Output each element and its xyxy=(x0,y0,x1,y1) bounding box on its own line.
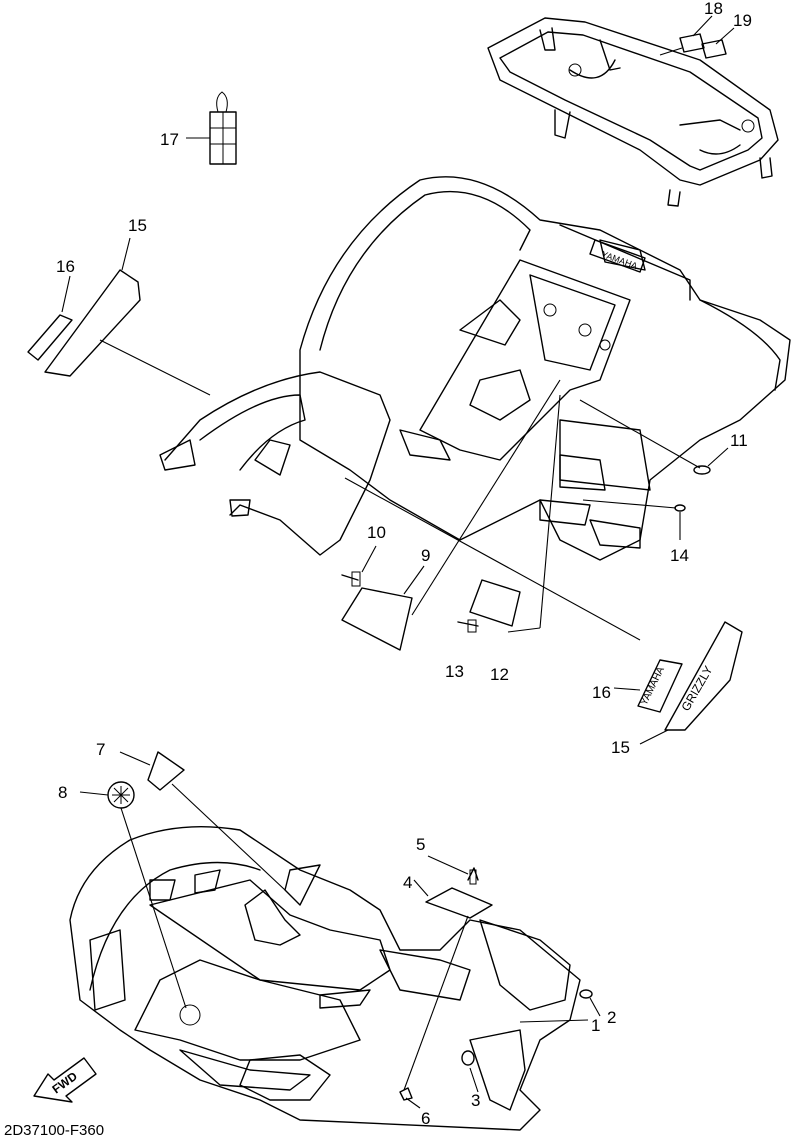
hang-tag xyxy=(186,91,237,165)
callout-10: 10 xyxy=(367,523,386,542)
rear-decal-right xyxy=(613,621,743,745)
fwd-arrow-text: FWD xyxy=(50,1069,81,1097)
front-leader-lines xyxy=(79,751,601,1109)
callout-1: 1 xyxy=(591,1016,601,1035)
callout-5: 5 xyxy=(416,835,426,854)
callout-17: 17 xyxy=(160,130,179,149)
rear-decal-left xyxy=(27,237,141,377)
fender-brand-plate: YAMAHA xyxy=(600,249,639,271)
callout-4: 4 xyxy=(403,873,413,892)
rear-carrier-rack xyxy=(487,17,779,207)
rear-fender xyxy=(299,176,791,561)
callout-18: 18 xyxy=(704,0,723,18)
diagram-code: 2D37100-F360 xyxy=(4,1122,105,1139)
callout-15-upper: 15 xyxy=(128,216,147,235)
fwd-arrow xyxy=(33,1057,97,1103)
callout-13: 13 xyxy=(445,662,464,681)
callout-15-lower: 15 xyxy=(611,738,630,757)
callout-16-upper: 16 xyxy=(56,257,75,276)
callout-11: 11 xyxy=(730,431,748,450)
callout-3: 3 xyxy=(471,1091,481,1110)
rack-labels xyxy=(659,15,735,59)
callout-16-lower: 16 xyxy=(592,683,611,702)
rear-decal-model: GRIZZLY xyxy=(678,663,715,713)
callout-19: 19 xyxy=(733,11,752,30)
callout-14: 14 xyxy=(670,546,689,565)
callout-9: 9 xyxy=(421,546,431,565)
callout-6: 6 xyxy=(421,1109,431,1128)
front-fender xyxy=(69,825,581,1131)
callout-8: 8 xyxy=(58,783,68,802)
rear-fender-left-wing xyxy=(159,371,391,556)
callout-2: 2 xyxy=(607,1008,617,1027)
callout-12: 12 xyxy=(490,665,509,684)
callout-7: 7 xyxy=(96,740,106,759)
rear-leader-lines xyxy=(99,339,701,641)
reflector-plates xyxy=(341,447,729,651)
front-decals xyxy=(107,751,593,1101)
rear-decal-brand: YAMAHA xyxy=(639,665,667,707)
